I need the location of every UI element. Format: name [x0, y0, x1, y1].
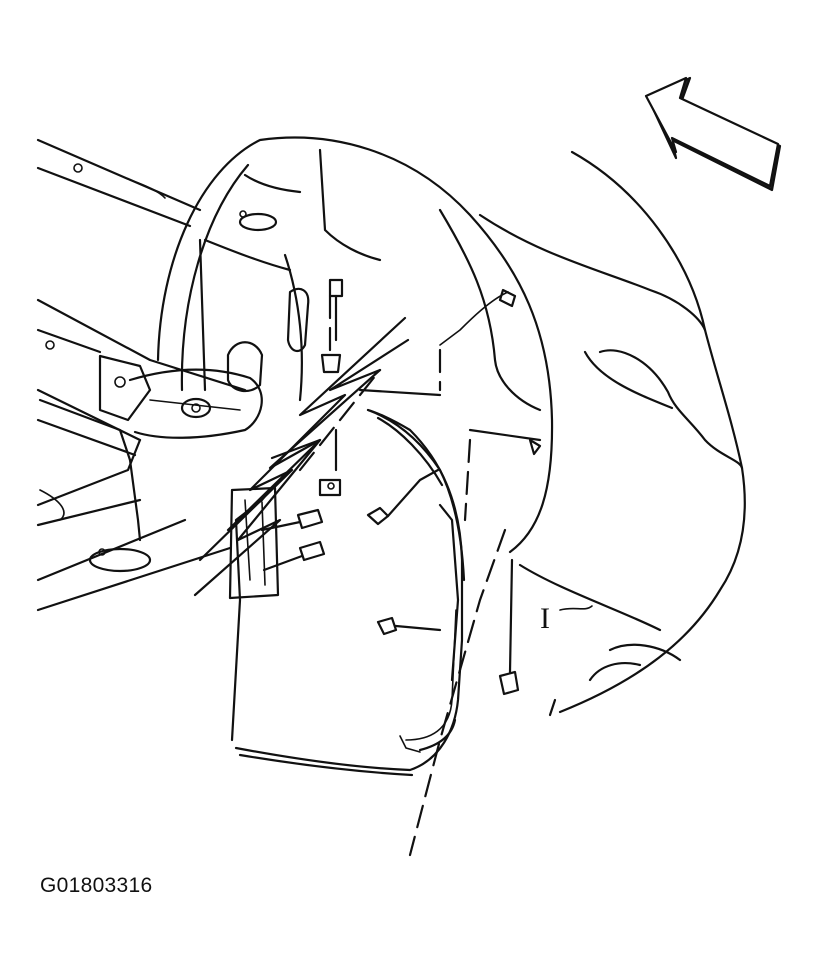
- ref-mark: I: [540, 602, 550, 635]
- screw-fasteners: [260, 508, 326, 572]
- alignment-lines: [298, 288, 507, 857]
- fastener-clips: [318, 278, 344, 497]
- direction-arrow: [644, 76, 782, 192]
- figure-id-label: G01803316: [40, 874, 153, 897]
- wheelhouse-liner: [230, 408, 466, 777]
- leader-arcs: [439, 288, 542, 456]
- push-pin-retainers: [366, 468, 520, 696]
- suspension-bracket: [128, 368, 263, 439]
- leader-lines: [193, 316, 410, 597]
- inner-fender: [156, 136, 554, 554]
- outer-fender: [478, 150, 746, 717]
- frame-rail: [36, 138, 247, 612]
